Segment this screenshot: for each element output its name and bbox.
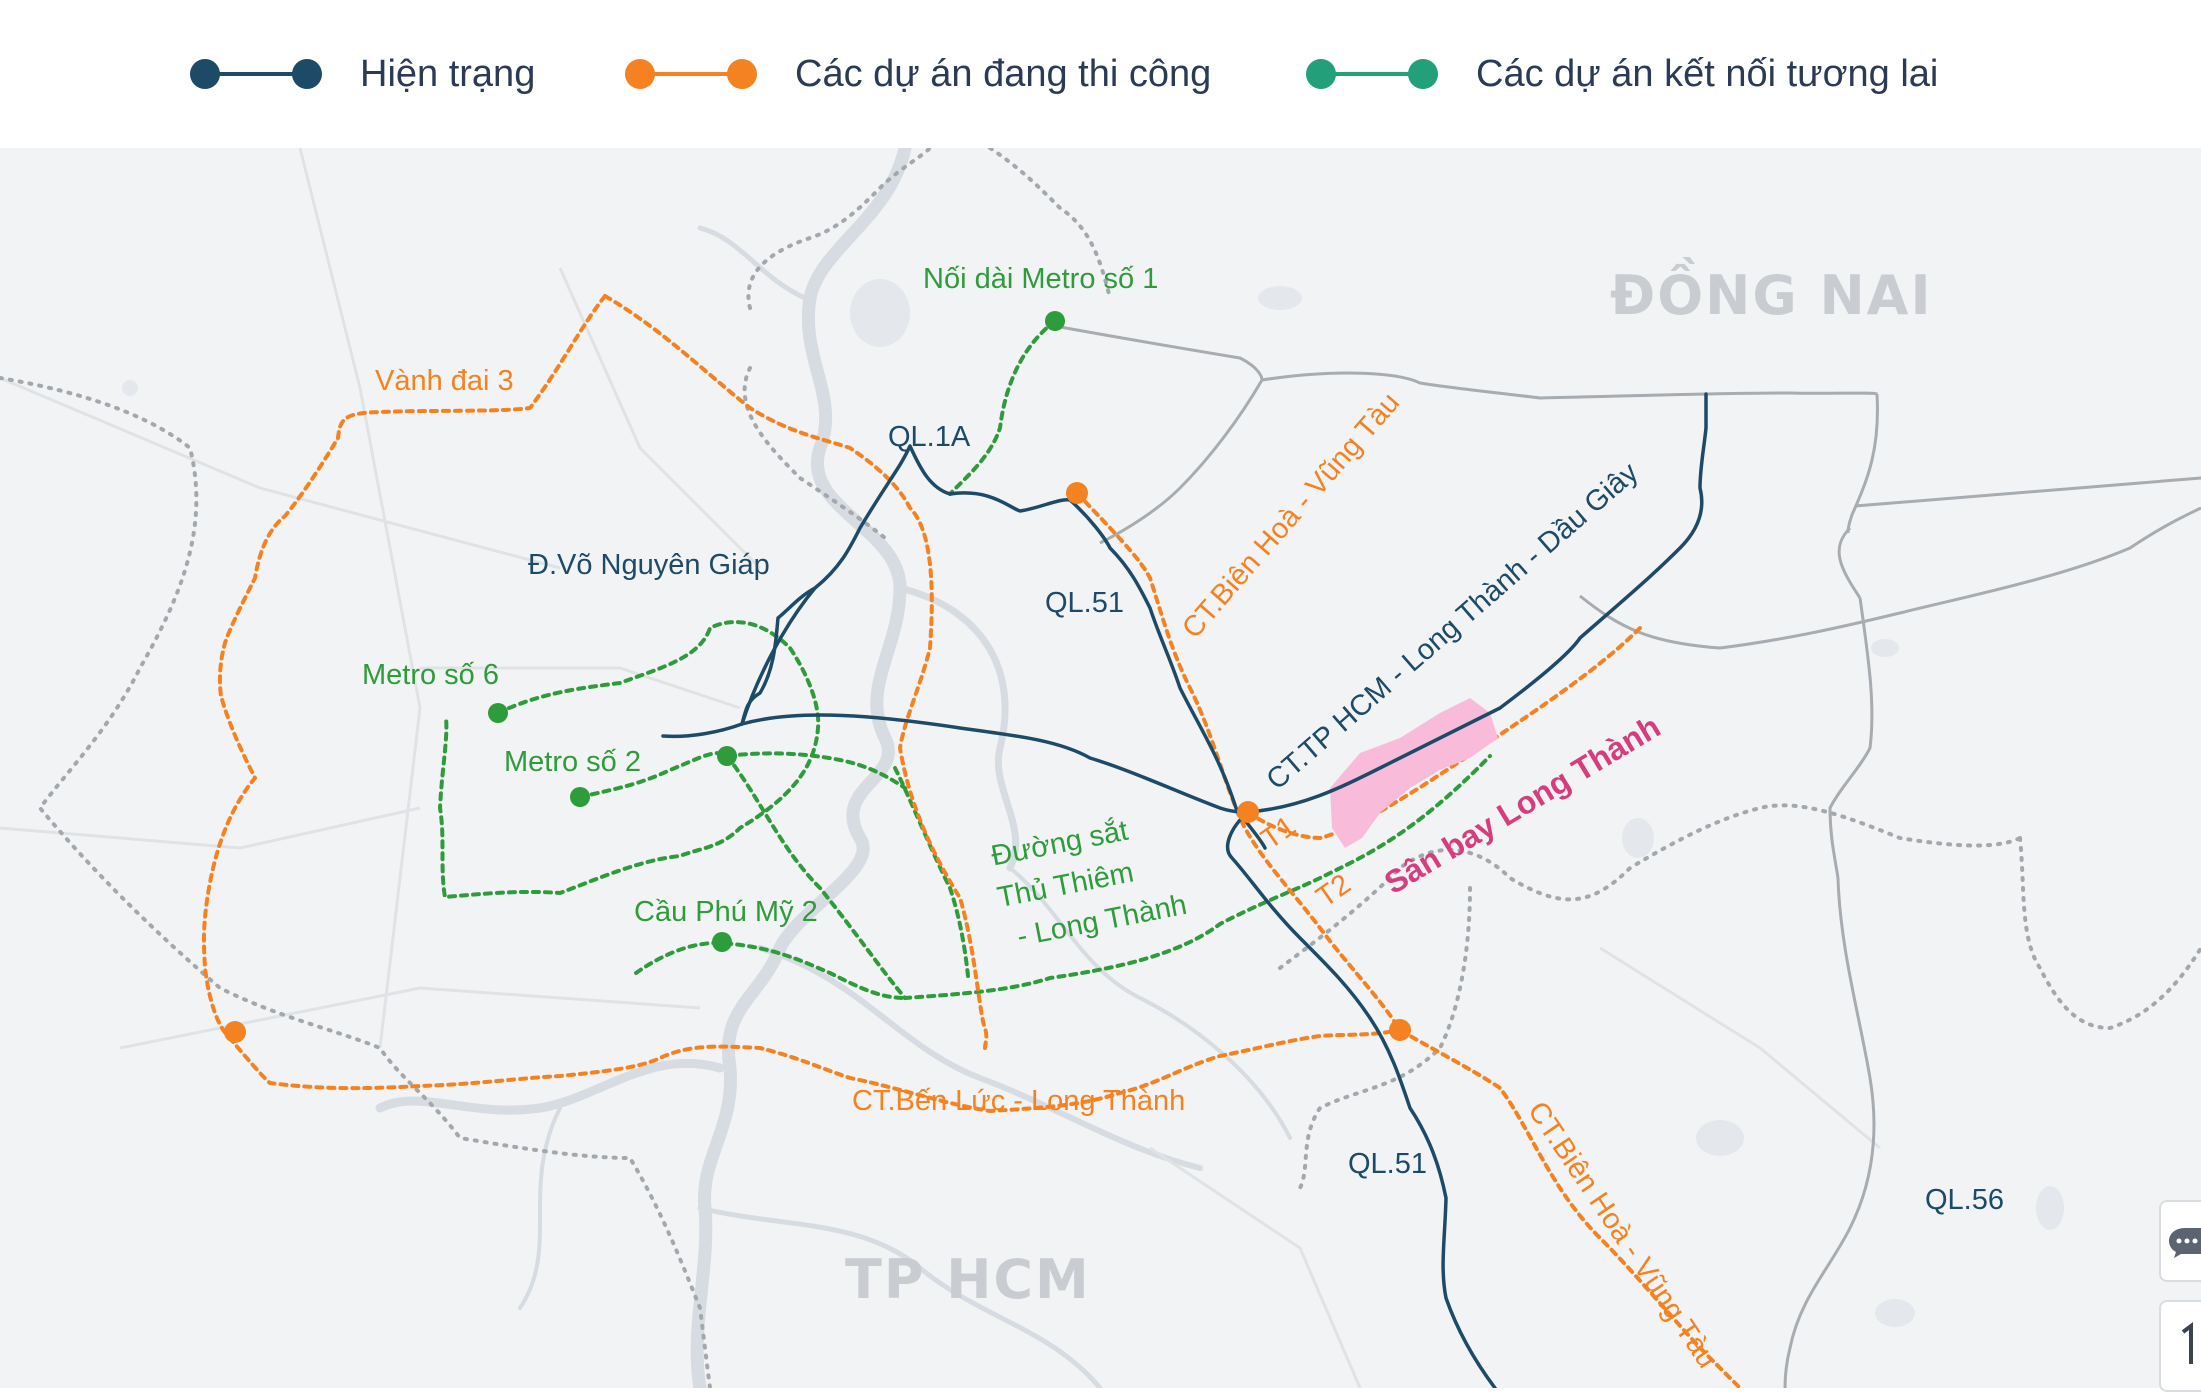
metro6-line (437, 620, 821, 900)
construction-projects (201, 294, 1742, 1388)
node-metro1-end (1045, 311, 1065, 331)
map-canvas[interactable]: ĐỒNG NAI TP HCM QL.1A Đ.Võ Nguyên Giáp Q… (0, 148, 2201, 1388)
chat-icon (2169, 1228, 2201, 1258)
node-benluc-junction (1389, 1019, 1411, 1041)
hcm-longthanh-dauGiay-expressway (1246, 392, 1708, 814)
expressway-airport-branch (1246, 626, 1642, 841)
legend-line-construction (625, 44, 757, 104)
node-metro2-b (570, 787, 590, 807)
node-phumy2 (712, 932, 732, 952)
airport-area (1330, 698, 1498, 848)
legend-label-future: Các dự án kết nối tương lai (1476, 52, 1939, 95)
railway-spur (893, 766, 970, 978)
legend-item-existing: Hiện trạng (190, 44, 535, 104)
node-metro6 (488, 703, 508, 723)
map-legend: Hiện trạng Các dự án đang thi công Các d… (0, 0, 2201, 148)
node-ring3-west (224, 1021, 246, 1043)
label-ql56: QL.56 (1925, 1184, 2004, 1216)
label-metro6: Metro số 6 (362, 659, 499, 691)
label-metro2: Metro số 2 (504, 746, 641, 778)
ring3-line (201, 294, 1402, 1114)
longthanh-airport (1330, 698, 1498, 848)
label-ql51-south: QL.51 (1348, 1148, 1427, 1180)
region-label-tphcm: TP HCM (845, 1248, 1091, 1311)
label-benluc-longthanh: CT.Bến Lức - Long Thành (852, 1085, 1185, 1117)
label-metro1-ext: Nối dài Metro số 1 (923, 263, 1158, 295)
rivers (375, 148, 1292, 1388)
node-ql51-north (1066, 482, 1088, 504)
node-metro2-a (717, 746, 737, 766)
page-number-button[interactable] (2159, 1300, 2201, 1392)
phumy2-line (634, 940, 907, 1000)
legend-item-construction: Các dự án đang thi công (625, 44, 1211, 104)
construction-nodes (224, 482, 1411, 1043)
water-bodies (122, 279, 2064, 1327)
ring3-north (603, 294, 989, 1050)
province-borders (0, 148, 2201, 1388)
vo-nguyen-giap-line (661, 586, 817, 739)
bienhoa-vungtau-line (1075, 491, 1742, 1388)
metro1-extension-line (948, 319, 1057, 496)
legend-line-existing (190, 44, 322, 104)
metro-main-line (740, 713, 1250, 814)
ql1a-line (740, 444, 1267, 850)
region-label-dongnai: ĐỒNG NAI (1610, 258, 1933, 327)
legend-item-future: Các dự án kết nối tương lai (1306, 44, 1938, 104)
legend-label-construction: Các dự án đang thi công (795, 52, 1212, 95)
legend-label-existing: Hiện trạng (360, 52, 536, 95)
railway-thuthiem-longthanh (725, 754, 1492, 1001)
label-ring3: Vành đai 3 (375, 365, 514, 397)
ql51-line (1226, 810, 1497, 1388)
node-t1-junction (1237, 801, 1259, 823)
legend-line-future (1306, 44, 1438, 104)
map-background (0, 148, 2201, 1388)
label-phumy2: Cầu Phú Mỹ 2 (634, 896, 818, 928)
existing-roads (661, 392, 1708, 1388)
chat-button[interactable] (2159, 1200, 2201, 1282)
label-ql1a: QL.1A (888, 421, 971, 453)
page-number-glyph (2181, 1322, 2193, 1364)
gray-roads (1054, 324, 2201, 1388)
label-ql51-north: QL.51 (1045, 587, 1124, 619)
future-nodes (488, 311, 1065, 952)
label-vo-nguyen-giap: Đ.Võ Nguyên Giáp (528, 549, 770, 581)
